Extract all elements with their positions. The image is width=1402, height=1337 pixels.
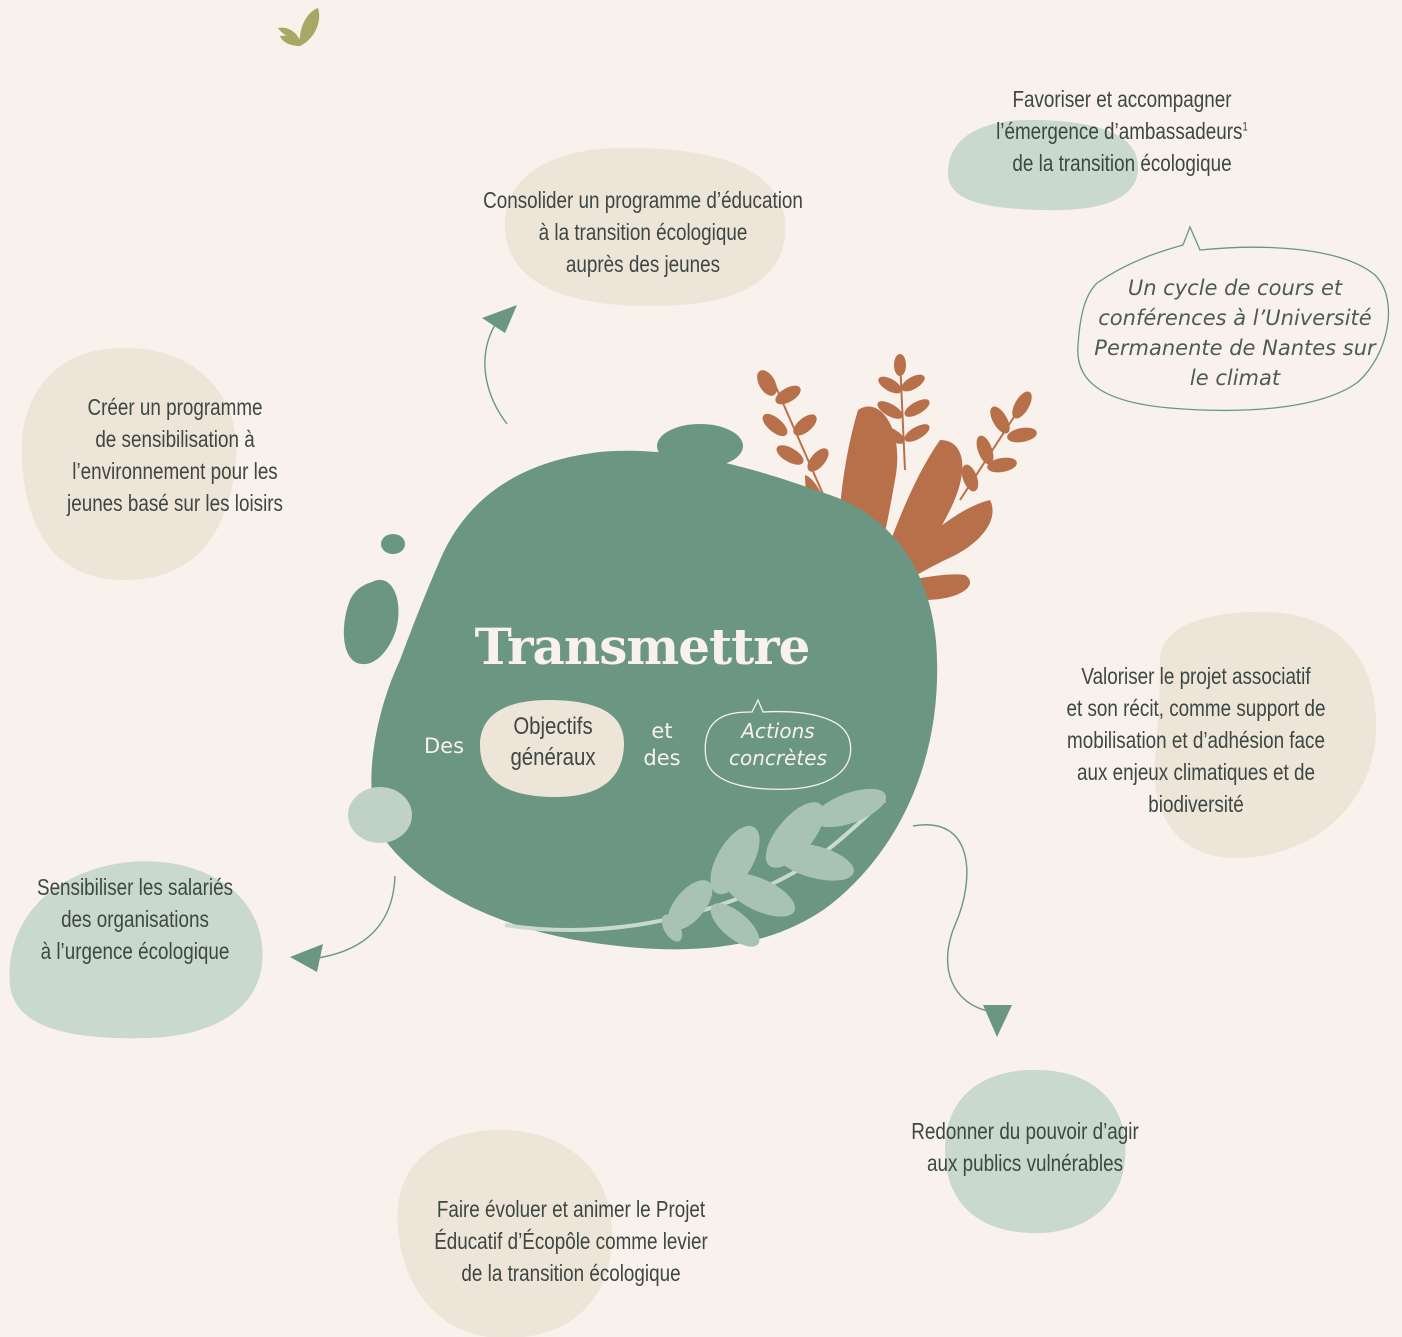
goal-line: aux publics vulnérables [926,1150,1124,1176]
small-blob-light [348,787,412,843]
blob-faire-evoluer [397,1129,613,1337]
blob-creer [21,347,237,581]
connector-line: et [651,719,673,743]
objectifs-label: Objectifs généraux [494,711,613,773]
goal-line: Consolider un programme d’éducation [483,187,803,213]
goal-line: de la transition écologique [1012,150,1232,176]
butterfly-icon [278,8,320,46]
small-blob-top [657,424,743,468]
blob-redonner [945,1069,1126,1234]
arrowheads [290,305,1012,1037]
speech-bubble-action [1077,225,1390,412]
action-callout: Un cycle de cours et conférences à l’Uni… [1080,273,1390,393]
arrow-icon [317,319,994,1013]
blob-consolider [505,147,786,307]
leaf-branch-decoration [504,788,887,947]
goal-line: des organisations [61,906,209,932]
goal-line: à la transition écologique [538,219,748,245]
goal-creer: Créer un programme de sensibilisation à … [44,391,306,519]
objectifs-line: Objectifs [513,713,593,740]
goal-consolider: Consolider un programme d’éducation à la… [463,184,824,280]
goal-line: de la transition écologique [461,1260,681,1286]
small-dot [381,534,405,554]
des-prefix: Des [423,734,465,758]
objectifs-line: généraux [510,744,596,771]
goal-line: à l’urgence écologique [40,938,230,964]
connector-line: des [643,746,681,770]
actions-line: concrètes [729,746,827,770]
goal-line: mobilisation et d’adhésion face [1067,727,1325,753]
goal-line: Éducatif d’Écopôle comme levier [434,1228,708,1254]
goal-line: Valoriser le projet associatif [1081,663,1311,689]
callout-line: Permanente de Nantes sur [1094,336,1376,360]
footnote-marker: 1 [1242,119,1248,134]
goal-line: Sensibiliser les salariés [36,874,234,900]
center-title: Transmettre [474,617,811,676]
goal-line: aux enjeux climatiques et de [1076,759,1315,785]
goal-redonner: Redonner du pouvoir d’agir aux publics v… [890,1115,1161,1179]
blob-ambassadeurs [947,119,1139,211]
goal-line: Redonner du pouvoir d’agir [911,1118,1139,1144]
goal-line: et son récit, comme support de [1066,695,1326,721]
goal-line: Faire évoluer et animer le Projet [436,1196,706,1222]
goal-ambassadeurs: Favoriser et accompagner l’émergence d’a… [983,83,1262,179]
callout-line: conférences à l’Université [1098,306,1372,330]
goal-line: l’environnement pour les [72,458,278,484]
actions-line: Actions [741,719,815,743]
goal-faire-evoluer: Faire évoluer et animer le Projet Éducat… [410,1193,731,1289]
goal-sensibiliser: Sensibiliser les salariés des organisati… [12,871,258,967]
goal-valoriser: Valoriser le projet associatif et son ré… [1035,660,1356,820]
goal-line: Créer un programme [87,394,263,420]
connector-label: et des [636,718,688,772]
goal-line: jeunes basé sur les loisirs [67,490,283,516]
fern-sprigs [757,354,1037,511]
callout-line: Un cycle de cours et [1127,276,1343,300]
goal-line-with-footnote: l’émergence d’ambassadeurs1 [983,115,1262,147]
goal-line: de sensibilisation à [95,426,255,452]
actions-label: Actions concrètes [712,718,844,772]
goal-line: l’émergence d’ambassadeurs [996,118,1243,144]
objectifs-blob [480,700,625,798]
actions-bubble [704,698,852,790]
goal-line: auprès des jeunes [565,251,721,277]
small-blob-left [343,579,399,665]
blob-valoriser [1154,611,1377,859]
goal-line: Favoriser et accompagner [1012,86,1232,112]
blob-sensibiliser [9,861,263,1039]
callout-line: le climat [1189,366,1281,390]
goal-line: biodiversité [1148,791,1244,817]
